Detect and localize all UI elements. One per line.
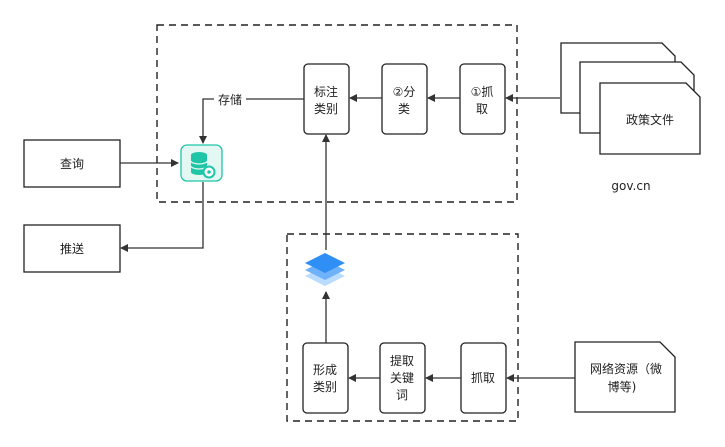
crawl-gov-box[interactable]: ①抓 取: [459, 63, 506, 135]
edge-database-to-push: [120, 182, 204, 252]
query-box[interactable]: 查询: [23, 139, 121, 188]
query-label: 查询: [60, 157, 84, 171]
extract-keywords-box[interactable]: 提取 关键 词: [379, 342, 426, 414]
classify-line1: ②分: [393, 85, 416, 99]
form-category-line1: 形成: [313, 363, 337, 377]
extract-keywords-line1: 提取: [390, 353, 414, 368]
extract-keywords-line3: 词: [396, 388, 408, 402]
classify-line2: 类: [398, 102, 410, 116]
layers-stack-icon: [305, 253, 345, 286]
label-category-box[interactable]: 标注 类别: [303, 63, 350, 135]
classify-box[interactable]: ②分 类: [381, 63, 428, 135]
crawl-gov-line2: 取: [476, 102, 488, 116]
store-label-background: [214, 92, 246, 107]
web-resources-label-line1: 网络资源（微: [590, 361, 662, 376]
crawl-web-box[interactable]: 抓取: [460, 342, 507, 414]
crawl-web-label: 抓取: [471, 371, 495, 385]
form-category-box[interactable]: 形成 类别: [302, 342, 349, 414]
label-category-line1: 标注: [314, 84, 338, 99]
policy-files-label: 政策文件: [626, 112, 674, 127]
gov-processing-group: [156, 24, 518, 203]
push-label: 推送: [60, 241, 84, 256]
extract-keywords-line2: 关键: [390, 371, 414, 385]
web-resources-label-line2: 博等): [608, 379, 637, 394]
web-processing-group: [286, 233, 519, 422]
flow-connectors: [120, 94, 575, 382]
crawl-gov-line1: ①抓: [471, 85, 494, 99]
push-box[interactable]: 推送: [23, 224, 121, 273]
edge-label-to-database: [199, 98, 304, 144]
form-category-line2: 类别: [313, 380, 337, 394]
gov-source-label: gov.cn: [611, 179, 650, 193]
store-edge-label: 存储: [218, 92, 242, 107]
label-category-line2: 类别: [314, 102, 338, 116]
web-resources-document[interactable]: 网络资源（微 博等): [574, 341, 676, 413]
database-settings-icon[interactable]: [180, 144, 223, 182]
policy-files-document-stack[interactable]: 政策文件: [560, 42, 701, 155]
